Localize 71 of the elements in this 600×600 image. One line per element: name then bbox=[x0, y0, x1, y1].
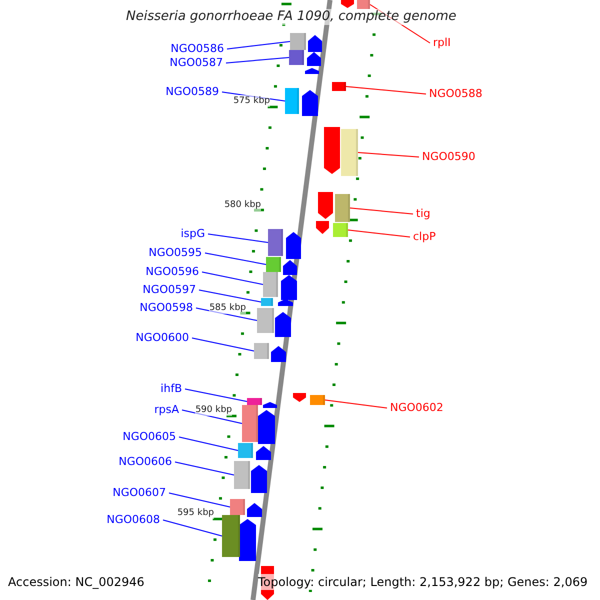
gene-bar bbox=[333, 223, 348, 237]
diagram-title: Neisseria gonorrhoeae FA 1090, complete genome bbox=[126, 9, 456, 25]
gene-label: NGO0608 bbox=[106, 512, 160, 528]
gene-bar bbox=[335, 194, 350, 222]
position-label: 575 kbp bbox=[233, 95, 270, 107]
gene-label: NGO0606 bbox=[118, 454, 172, 470]
gene-bar bbox=[242, 405, 258, 442]
gene-bar bbox=[310, 395, 325, 405]
gene-label: NGO0590 bbox=[422, 149, 476, 165]
gene-label: ispG bbox=[180, 226, 205, 242]
accession-note: Accession: NC_002946 bbox=[8, 574, 144, 590]
leader-line bbox=[350, 208, 414, 214]
leader-line bbox=[346, 86, 426, 94]
gene-bar bbox=[261, 298, 273, 306]
position-label: 590 kbp bbox=[195, 404, 232, 416]
gene-label: NGO0598 bbox=[140, 300, 193, 316]
gene-bar bbox=[247, 398, 262, 405]
leader-line bbox=[182, 410, 242, 424]
leader-line bbox=[226, 41, 290, 50]
gene-label: NGO0588 bbox=[429, 86, 482, 102]
gene-label: NGO0605 bbox=[122, 429, 176, 445]
leader-line bbox=[204, 252, 266, 265]
leader-line bbox=[174, 462, 234, 476]
gene-bar bbox=[285, 88, 299, 114]
leader-line bbox=[348, 230, 410, 238]
gene-label: clpP bbox=[413, 229, 436, 245]
leader-line bbox=[222, 92, 286, 102]
gene-label: NGO0602 bbox=[390, 400, 444, 416]
leader-line bbox=[226, 57, 290, 64]
gene-label: NGO0587 bbox=[170, 55, 223, 71]
gene-bar bbox=[341, 129, 358, 176]
gene-bar bbox=[222, 515, 240, 557]
leader-line bbox=[162, 520, 222, 536]
gene-bar bbox=[266, 257, 281, 272]
gene-label: NGO0597 bbox=[142, 282, 196, 298]
gene-bar bbox=[234, 461, 250, 489]
gene-label: rpsA bbox=[154, 402, 179, 418]
gene-bar bbox=[290, 33, 306, 50]
gene-label: ihfB bbox=[160, 381, 182, 397]
leader-line bbox=[370, 4, 430, 44]
leader-line bbox=[168, 492, 230, 508]
leader-line bbox=[358, 152, 420, 158]
gene-label: NGO0589 bbox=[166, 84, 219, 100]
gene-bar bbox=[263, 272, 278, 297]
leader-line bbox=[208, 234, 268, 243]
leader-line bbox=[198, 290, 262, 302]
gene-label: NGO0607 bbox=[112, 485, 166, 501]
leader-line bbox=[196, 308, 258, 321]
leader-line bbox=[184, 388, 248, 402]
gene-label: NGO0586 bbox=[170, 41, 224, 57]
gene-bar bbox=[268, 229, 283, 256]
genome-summary: Topology: circular; Length: 2,153,922 bp; Genes: 2,069 bbox=[258, 574, 588, 590]
leader-line bbox=[192, 338, 254, 352]
gene-label: rplI bbox=[433, 35, 451, 51]
gene-bar bbox=[332, 82, 346, 91]
gene-bar bbox=[230, 499, 245, 515]
gene-label: NGO0596 bbox=[146, 264, 199, 280]
leader-line bbox=[202, 272, 264, 285]
gene-bar bbox=[254, 343, 269, 359]
position-label: 580 kbp bbox=[224, 199, 261, 211]
gene-bar bbox=[238, 443, 253, 458]
gene-label: tig bbox=[416, 206, 430, 222]
gene-bar bbox=[257, 308, 274, 333]
leader-line bbox=[178, 436, 238, 451]
gene-label: NGO0595 bbox=[148, 245, 202, 261]
position-label: 595 kbp bbox=[177, 507, 214, 519]
leader-line bbox=[324, 400, 388, 408]
gene-bar bbox=[357, 0, 370, 9]
position-label: 585 kbp bbox=[209, 302, 246, 314]
gene-label: NGO0600 bbox=[136, 330, 189, 346]
gene-bar bbox=[289, 50, 304, 65]
